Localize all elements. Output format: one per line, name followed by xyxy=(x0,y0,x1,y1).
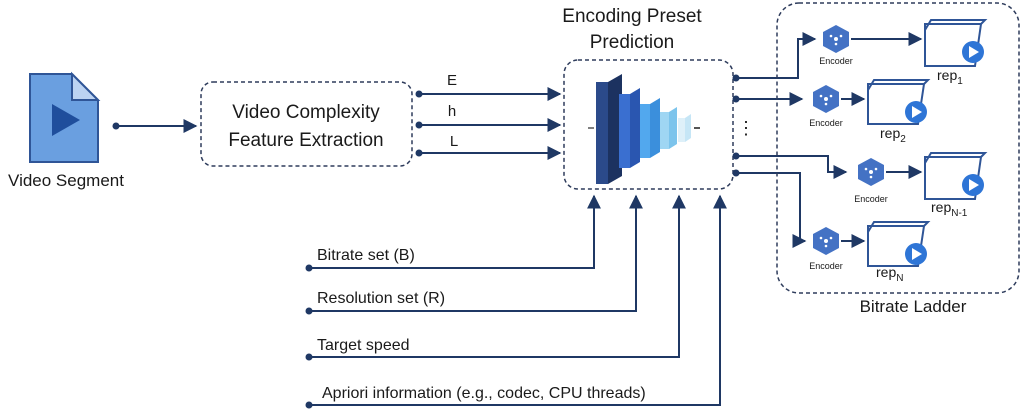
rep-label-3: repN-1 xyxy=(931,199,968,219)
rep-video-icon-4 xyxy=(867,221,931,267)
prediction-title-line1: Encoding Preset xyxy=(562,6,702,27)
encoder-label-2: Encoder xyxy=(809,118,843,128)
rep-label-4: repN xyxy=(876,264,903,284)
output-arrow-2 xyxy=(732,92,804,106)
neural-network-icon xyxy=(588,74,700,184)
feature-e-label: E xyxy=(447,72,457,89)
input-arrow-apriori xyxy=(305,194,727,409)
feature-l-label: L xyxy=(450,133,458,150)
input-arrow-resolution xyxy=(305,194,643,315)
encoder-icon-2 xyxy=(813,85,839,113)
rep-label-1: rep1 xyxy=(937,67,963,87)
prediction-title-line2: Prediction xyxy=(590,32,675,53)
rep-video-icon-2 xyxy=(867,79,931,125)
encoder-label-1: Encoder xyxy=(819,56,853,66)
input-arrow-target-speed xyxy=(305,194,686,361)
input-arrow-bitrate xyxy=(305,194,601,272)
rep-video-icon-3 xyxy=(924,152,988,200)
prediction-box xyxy=(563,59,734,190)
bitrate-set-label: Bitrate set (B) xyxy=(317,247,415,264)
resolution-set-label: Resolution set (R) xyxy=(317,290,445,307)
encoder-label-4: Encoder xyxy=(809,261,843,271)
feature-arrow-e xyxy=(415,87,562,101)
target-speed-label: Target speed xyxy=(317,337,410,354)
video-file-icon xyxy=(29,71,101,163)
output-arrow-n-1 xyxy=(732,152,848,179)
output-arrow-1 xyxy=(732,32,817,82)
bitrate-ladder-box xyxy=(776,2,1020,294)
encoder-label-3: Encoder xyxy=(854,194,888,204)
encoder-icon-3 xyxy=(858,158,884,186)
segment-to-extraction-arrow xyxy=(112,119,198,133)
ellipsis: ⋮ xyxy=(737,118,755,138)
output-arrow-n xyxy=(732,169,807,248)
feature-arrow-l xyxy=(415,146,562,160)
apriori-label: Apriori information (e.g., codec, CPU th… xyxy=(322,385,646,402)
feature-extraction-box xyxy=(200,81,413,167)
encoder-icon-1 xyxy=(823,25,849,53)
encoder-icon-4 xyxy=(813,227,839,255)
feature-extraction-line1: Video Complexity xyxy=(232,102,380,123)
video-segment-label: Video Segment xyxy=(8,171,124,190)
feature-h-label: h xyxy=(448,103,456,120)
rep-label-2: rep2 xyxy=(880,125,906,145)
rep-video-icon-1 xyxy=(924,19,988,67)
feature-extraction-line2: Feature Extraction xyxy=(228,130,383,151)
feature-arrow-h xyxy=(415,118,562,132)
bitrate-ladder-title: Bitrate Ladder xyxy=(860,297,967,316)
